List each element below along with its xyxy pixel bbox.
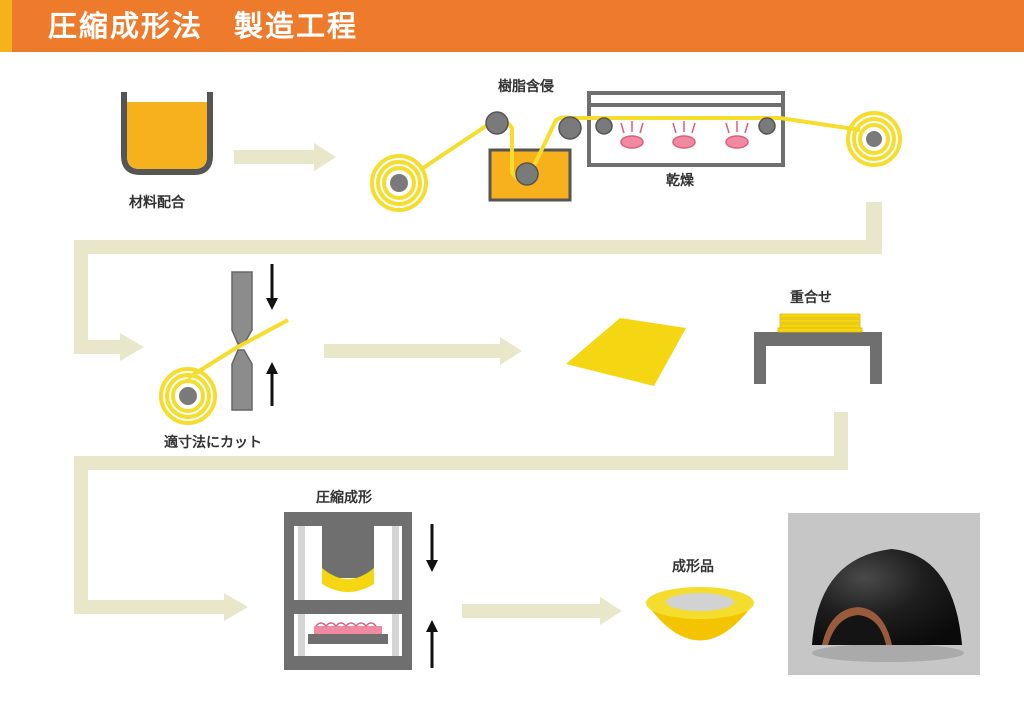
label-molded-product: 成形品 — [672, 559, 714, 575]
cut-roll — [159, 367, 217, 425]
arrow-mix-to-roll — [234, 143, 336, 171]
drying-oven — [587, 91, 785, 167]
molded-bowl — [646, 587, 754, 641]
label-stacking: 重合せ — [790, 290, 832, 306]
label-compression-molding: 圧縮成形 — [316, 490, 372, 506]
guide-rollers — [485, 111, 776, 186]
supply-roll — [370, 154, 428, 212]
product-photo — [788, 513, 980, 675]
press-arrows — [426, 524, 438, 668]
arrow-row2-to-row3 — [74, 412, 848, 621]
label-resin-impregnation: 樹脂含侵 — [498, 79, 554, 95]
heater-lamps — [620, 121, 749, 149]
stacking-table — [754, 313, 882, 384]
title-accent-stripe — [0, 0, 12, 52]
label-material-mixing: 材料配合 — [129, 195, 185, 211]
mixing-beaker — [121, 92, 213, 175]
title-bar: 圧縮成形法 製造工程 — [0, 0, 1024, 52]
flow-arrows — [74, 143, 882, 625]
label-cut-to-size: 適寸法にカット — [164, 435, 262, 451]
arrow-press-to-product — [462, 597, 622, 625]
cutter — [231, 271, 253, 411]
label-drying: 乾燥 — [666, 173, 694, 189]
page-title: 圧縮成形法 製造工程 — [48, 9, 359, 43]
stacked-sheets — [777, 313, 863, 333]
arrow-cut-to-sheet — [324, 337, 522, 365]
cutter-arrows — [266, 264, 278, 406]
material-web-row2 — [186, 318, 289, 380]
cut-sheet — [566, 318, 686, 386]
arrow-row1-to-row2 — [74, 202, 882, 361]
process-diagram — [74, 91, 902, 670]
compression-press — [284, 512, 412, 670]
take-up-roll — [846, 111, 902, 167]
